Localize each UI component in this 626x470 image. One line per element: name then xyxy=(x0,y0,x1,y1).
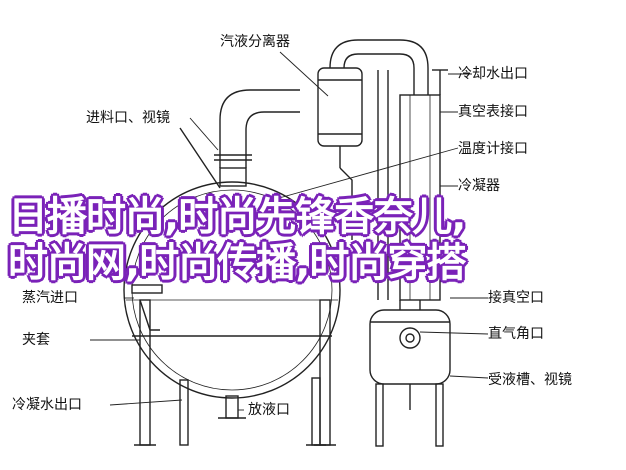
receiver-tank xyxy=(369,309,451,385)
steam-inlet-pipe xyxy=(131,284,163,294)
receiver-sight-glass xyxy=(399,327,421,349)
leader-separator xyxy=(279,51,329,97)
bottom-outlet xyxy=(225,395,239,419)
receiver-leg-right xyxy=(435,383,444,447)
leader-condensate xyxy=(109,399,183,406)
label-drain: 放液口 xyxy=(248,402,290,418)
leader-temp xyxy=(271,147,459,201)
banner-line-2: 时尚网,时尚传播,时尚穿搭 xyxy=(8,240,466,286)
label-steam-inlet: 蒸汽进口 xyxy=(22,290,78,306)
main-vessel xyxy=(123,181,341,399)
label-vacuum-gauge: 真空表接口 xyxy=(458,104,528,120)
leg-right xyxy=(319,299,331,446)
condenser-arc-inner xyxy=(343,53,415,95)
label-thermometer: 温度计接口 xyxy=(458,141,528,157)
leg-mid-left xyxy=(179,379,189,446)
leg-left xyxy=(139,299,151,446)
label-feed-sight: 进料口、视镜 xyxy=(86,110,170,126)
feed-pipe xyxy=(179,127,221,189)
label-vent: 接真空口 xyxy=(488,290,544,306)
label-straight-elbow: 直气角口 xyxy=(488,326,544,342)
leg-mid xyxy=(311,377,321,446)
vapor-pipe-outer xyxy=(219,89,300,168)
vapor-pipe-inner xyxy=(245,111,300,168)
separator-return xyxy=(339,167,353,240)
leader-feed xyxy=(189,117,219,151)
receiver-sight-glass-inner xyxy=(405,333,415,343)
label-jacket: 夹套 xyxy=(22,332,50,348)
label-condenser: 冷凝器 xyxy=(458,178,500,194)
receiver-neck xyxy=(399,300,421,310)
receiver-leg-left xyxy=(375,383,384,447)
label-receiver: 受液槽、视镜 xyxy=(488,372,572,388)
leader-receiver xyxy=(449,375,489,379)
vessel-neck xyxy=(219,167,247,187)
banner-line-1: 日播时尚,时尚先锋香奈儿, xyxy=(8,194,466,240)
label-condensate-outlet: 冷凝水出口 xyxy=(12,397,82,413)
condenser-arc-outer xyxy=(329,39,429,95)
steam-inlet-bracket xyxy=(139,299,160,331)
leader-lines xyxy=(90,51,489,411)
label-separator: 汽液分离器 xyxy=(220,34,290,50)
leader-elbow xyxy=(419,331,489,335)
label-cooling-outlet-top: 冷却水出口 xyxy=(458,66,528,82)
